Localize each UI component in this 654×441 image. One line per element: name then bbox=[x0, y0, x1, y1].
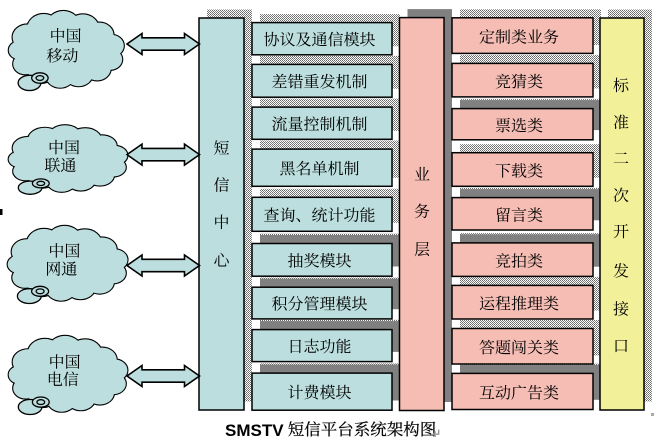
svg-text:SMSTV: SMSTV bbox=[225, 421, 284, 440]
